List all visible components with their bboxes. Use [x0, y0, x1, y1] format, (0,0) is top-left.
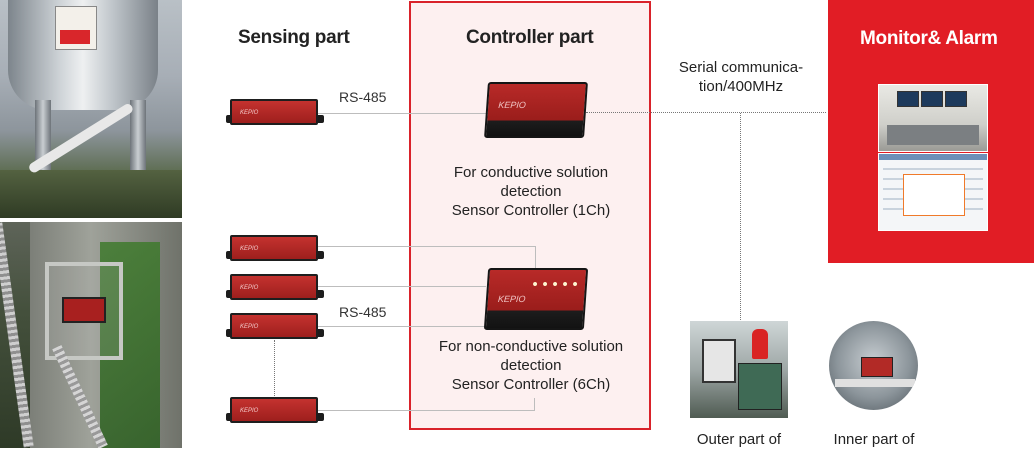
serial-link-line: [586, 112, 826, 113]
sensor-device-3: KEPIO: [226, 313, 324, 339]
monitor-alarm-title: Monitor& Alarm: [860, 28, 998, 49]
storage-tank-photo: [0, 0, 182, 218]
controller-1ch-device: KEPIO: [484, 82, 588, 138]
sensor-device-top: KEPIO: [226, 99, 324, 125]
controller-1ch-caption: For conductive solution detection Sensor…: [451, 164, 611, 219]
inner-part-caption: Inner part of: [833, 431, 915, 448]
rs485-label-bottom: RS-485: [339, 304, 387, 320]
link-sensor-2: [312, 286, 486, 287]
rs485-label-top: RS-485: [339, 89, 387, 105]
outer-part-caption: Outer part of: [696, 431, 782, 448]
controller-part-panel: [409, 1, 651, 430]
serial-drop-line: [740, 113, 741, 320]
sensor-device-2: KEPIO: [226, 274, 324, 300]
inner-alarm-unit-photo: [829, 321, 918, 410]
link-sensor-3: [312, 326, 488, 327]
monitoring-software-screenshot: [878, 153, 988, 231]
serial-communication-label: Serial communica- tion/400MHz: [678, 59, 804, 95]
sensor-installation-photo: [0, 222, 182, 448]
sensing-part-title: Sensing part: [238, 27, 350, 48]
link-sensor-1: [312, 246, 535, 247]
controller-6ch-device: KEPIO: [483, 268, 589, 330]
controller-part-title: Controller part: [466, 27, 594, 48]
more-sensors-dots: [274, 340, 275, 398]
outer-alarm-unit-photo: [690, 321, 788, 418]
link-sensor-6: [312, 410, 534, 411]
sensor-device-1: KEPIO: [226, 235, 324, 261]
sensor-device-6: KEPIO: [226, 397, 324, 423]
rs485-link-top: [316, 113, 488, 114]
controller-6ch-caption: For non-conductive solution detection Se…: [438, 338, 624, 393]
control-room-photo: [878, 84, 988, 152]
